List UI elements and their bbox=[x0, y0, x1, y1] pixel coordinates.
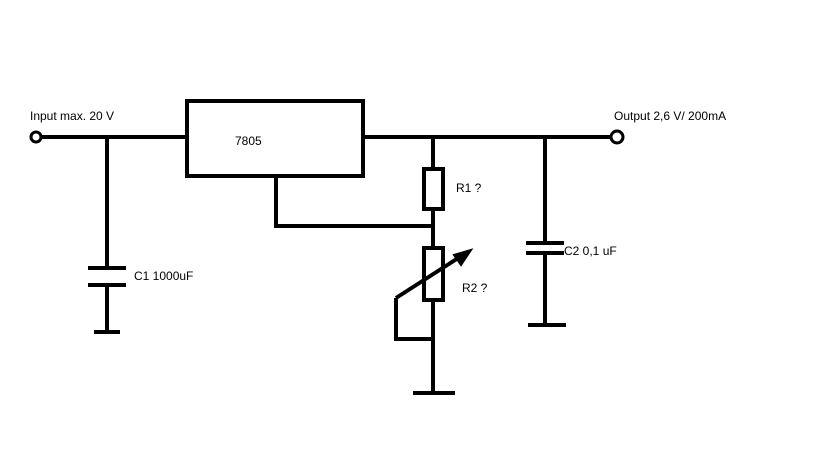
c1-label: C1 1000uF bbox=[134, 269, 194, 283]
c2-label: C2 0,1 uF bbox=[564, 244, 617, 258]
output-terminal bbox=[609, 129, 625, 145]
input-label: Input max. 20 V bbox=[30, 109, 115, 123]
regulator-7805 bbox=[185, 99, 365, 178]
input-terminal bbox=[29, 130, 43, 144]
r1-resistor bbox=[422, 167, 445, 211]
r2-wiper-wire bbox=[394, 298, 433, 341]
r2-arrow-shaft bbox=[394, 251, 468, 300]
r2-label: R2 ? bbox=[462, 281, 488, 295]
adjust-wire bbox=[274, 176, 433, 228]
output-label: Output 2,6 V/ 200mA bbox=[614, 109, 727, 123]
r2-arrowhead bbox=[452, 248, 474, 267]
r1-label: R1 ? bbox=[456, 181, 482, 195]
regulator-label: 7805 bbox=[235, 134, 262, 148]
